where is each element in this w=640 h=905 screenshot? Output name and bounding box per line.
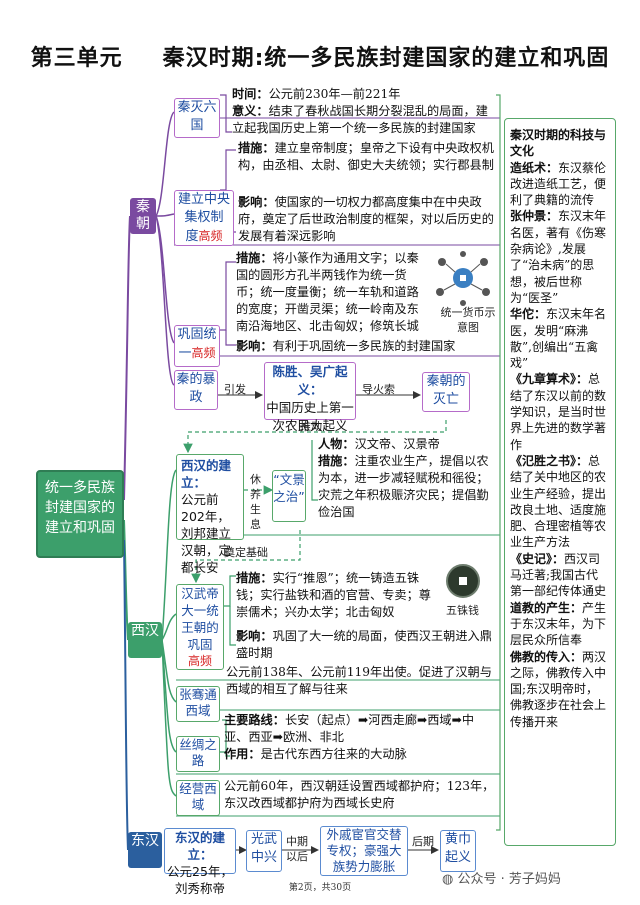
node-qin-fall: 秦朝的灭亡 — [422, 372, 470, 412]
wuzhu-coin-caption: 五铢钱 — [446, 604, 479, 617]
qin-central-influence: 影响：使国家的一切权力都高度集中在中央政府，奠定了后世政治制度的框架，对以后历史… — [238, 195, 494, 243]
node-chen-wu-uprising: 陈胜、吴广起义： 中国历史上第一次农民大起义 — [264, 362, 356, 433]
node-wenjing-rule: “文景之治” — [272, 470, 306, 522]
qin-consolidate-measures: 措施：将小篆作为通用文字；以秦国的圆形方孔半两钱作为统一货币；统一度量衡；统一车… — [236, 251, 419, 333]
node-qin-unify: 秦灭六国 — [174, 98, 220, 138]
wenjing-detail: 人物：汉文帝、汉景帝 措施：注重农业生产，提倡以农为本，进一步减轻赋税和徭役；灾… — [318, 437, 489, 519]
label-push: 推动 — [300, 420, 322, 433]
era-xihan: 西汉 — [128, 622, 162, 658]
qin-consolidate-influence: 影响：有利于巩固统一多民族的封建国家 — [236, 339, 456, 353]
node-guangwu: 光武中兴 — [246, 830, 282, 872]
node-zhangqian: 张骞通西域 — [176, 686, 220, 722]
wudi-measures: 措施：实行“推恩”；统一铸造五铢钱；实行盐铁和酒的官营、专卖；尊崇儒术；兴办太学… — [236, 571, 431, 619]
science-culture-panel: 秦汉时期的科技与文化 造纸术：东汉蔡伦改进造纸工艺，便利了典籍的流传 张仲景：东… — [504, 118, 616, 846]
wudi-influence: 影响：巩固了大一统的局面，使西汉王朝进入鼎盛时期 — [236, 629, 492, 660]
qin-central-measures: 措施：建立皇帝制度；皇帝之下设有中央政权机构，由丞相、太尉、御史大夫统领；实行郡… — [238, 141, 494, 172]
node-xihan-founding: 西汉的建立： 公元前202年，刘邦建立汉朝，定都长安 — [176, 454, 244, 575]
label-rest: 休养生息 — [250, 473, 261, 531]
node-qin-consolidate: 巩固统 一高频 — [174, 325, 220, 367]
node-qin-tyranny: 秦的暴政 — [174, 370, 218, 410]
label-later-period: 后期 — [412, 835, 434, 848]
node-donghan-founding: 东汉的建立： 公元25年，刘秀称帝 — [164, 828, 236, 896]
root-node: 统一多民族封建国家的建立和巩固 — [36, 470, 124, 558]
node-western-regions: 经营西域 — [176, 780, 220, 816]
node-eunuch-power: 外戚宦官交替专权；豪强大族势力膨胀 — [320, 826, 408, 876]
coin-diagram-icon — [436, 251, 490, 306]
label-trigger: 引发 — [224, 383, 246, 396]
node-silk-road: 丝绸之路 — [176, 736, 220, 772]
label-after-mid: 中期以后 — [286, 835, 308, 863]
western-regions-detail: 公元前60年，西汉朝廷设置西域都护府；123年，东汉改西域都护府为西域长史府 — [224, 779, 495, 810]
silk-road-role: 作用：是古代东西方往来的大动脉 — [224, 747, 407, 761]
qin-unify-detail: 时间：公元前230年—前221年 意义：结束了春秋战国长期分裂混乱的局面，建立起… — [232, 87, 488, 135]
coin-unification-diagram — [432, 248, 494, 308]
node-yellow-turban: 黄巾起义 — [440, 830, 476, 872]
wuzhu-coin-icon — [446, 564, 480, 598]
era-donghan: 东汉 — [128, 832, 162, 868]
node-wudi-unify: 汉武帝大一统王朝的巩固 高频 — [176, 584, 224, 670]
silk-road-route: 主要路线：长安（起点）➡河西走廊➡西域➡中亚、西亚➡欧洲、非北 — [224, 713, 475, 744]
node-qin-central: 建立中央 集权制 度高频 — [174, 190, 234, 246]
label-fuse: 导火索 — [362, 383, 395, 396]
zhangqian-detail: 公元前138年、公元前119年出使。促进了汉朝与西域的相互了解与往来 — [226, 665, 492, 696]
wechat-icon: ◍ — [442, 872, 454, 887]
label-foundation: 奠定基础 — [224, 546, 268, 559]
era-qin: 秦朝 — [130, 198, 156, 234]
page-title: 第三单元秦汉时期:统一多民族封建国家的建立和巩固 — [30, 46, 610, 71]
page-footer: 第2页，共30页 — [288, 883, 352, 893]
watermark: ◍ 公众号 · 芳子妈妈 — [442, 872, 561, 887]
coin-diagram-caption: 统一货币示意图 — [440, 306, 496, 334]
